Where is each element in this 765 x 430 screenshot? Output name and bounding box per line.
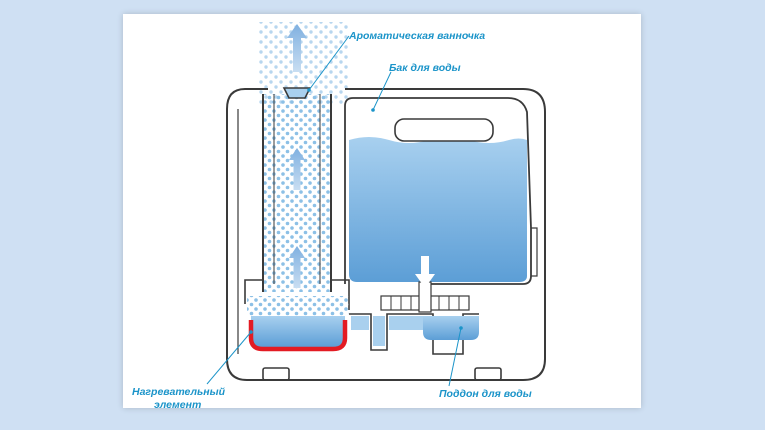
label-heating-element-line2: элемент (154, 399, 202, 411)
humidifier-diagram (206, 22, 546, 387)
up-arrow-icon (289, 246, 305, 288)
label-water-tray: Поддон для воды (439, 388, 532, 400)
tank-handle (394, 118, 494, 142)
pointer-tray (448, 327, 462, 387)
water-tank-water (349, 137, 527, 282)
diagram-panel: Ароматическая ванночка Бак для воды Нагр… (123, 14, 641, 411)
down-arrow-icon (415, 256, 435, 288)
pointer-aroma (308, 35, 350, 91)
humidifier-body (226, 88, 546, 381)
label-heating-element-line1: Нагревательный (132, 386, 225, 398)
label-aroma-tray: Ароматическая ванночка (349, 30, 486, 42)
boiler-water (251, 316, 345, 347)
up-arrow-icon (289, 148, 305, 190)
tank-valve (380, 281, 470, 313)
label-water-tank: Бак для воды (389, 62, 461, 74)
up-arrow-icon (287, 24, 307, 72)
pointer-tank (372, 71, 392, 111)
right-foot (474, 367, 502, 381)
water-tray (423, 316, 479, 340)
pointer-heater (206, 331, 252, 385)
left-foot (262, 367, 290, 381)
water-tank-outline (344, 97, 532, 285)
aroma-tray (282, 87, 312, 99)
heating-element (248, 320, 348, 352)
